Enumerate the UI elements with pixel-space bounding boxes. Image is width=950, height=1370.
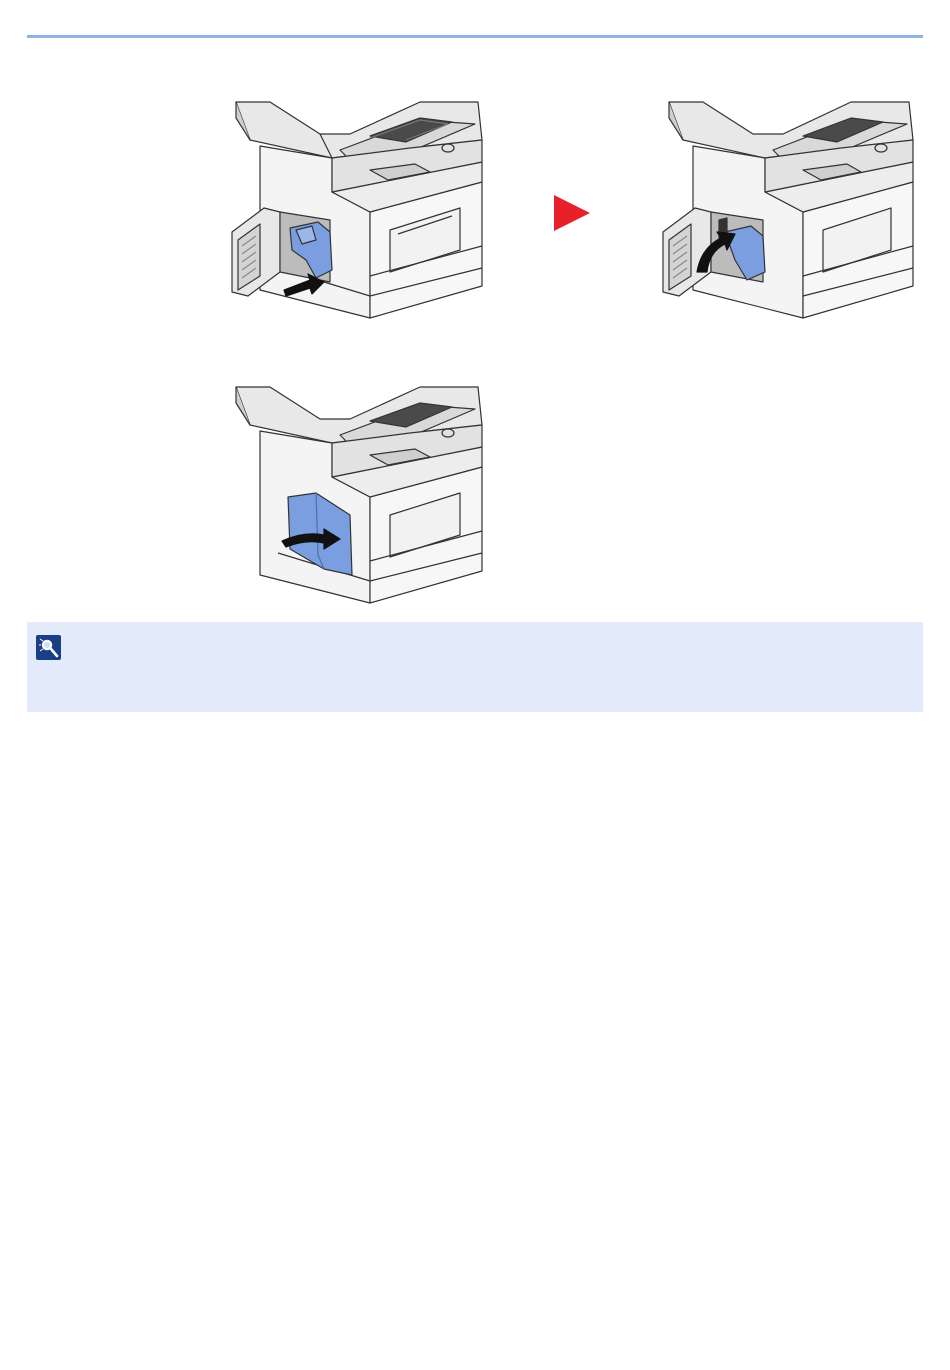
- printer-close-cover-illustration: [220, 385, 490, 610]
- printer-insert-illustration: [220, 100, 490, 325]
- note-box: [27, 622, 923, 712]
- next-step-arrow-icon: [552, 193, 592, 233]
- note-magnifier-icon: [36, 635, 61, 660]
- header-rule: [27, 35, 923, 38]
- printer-lever-illustration: [655, 100, 920, 325]
